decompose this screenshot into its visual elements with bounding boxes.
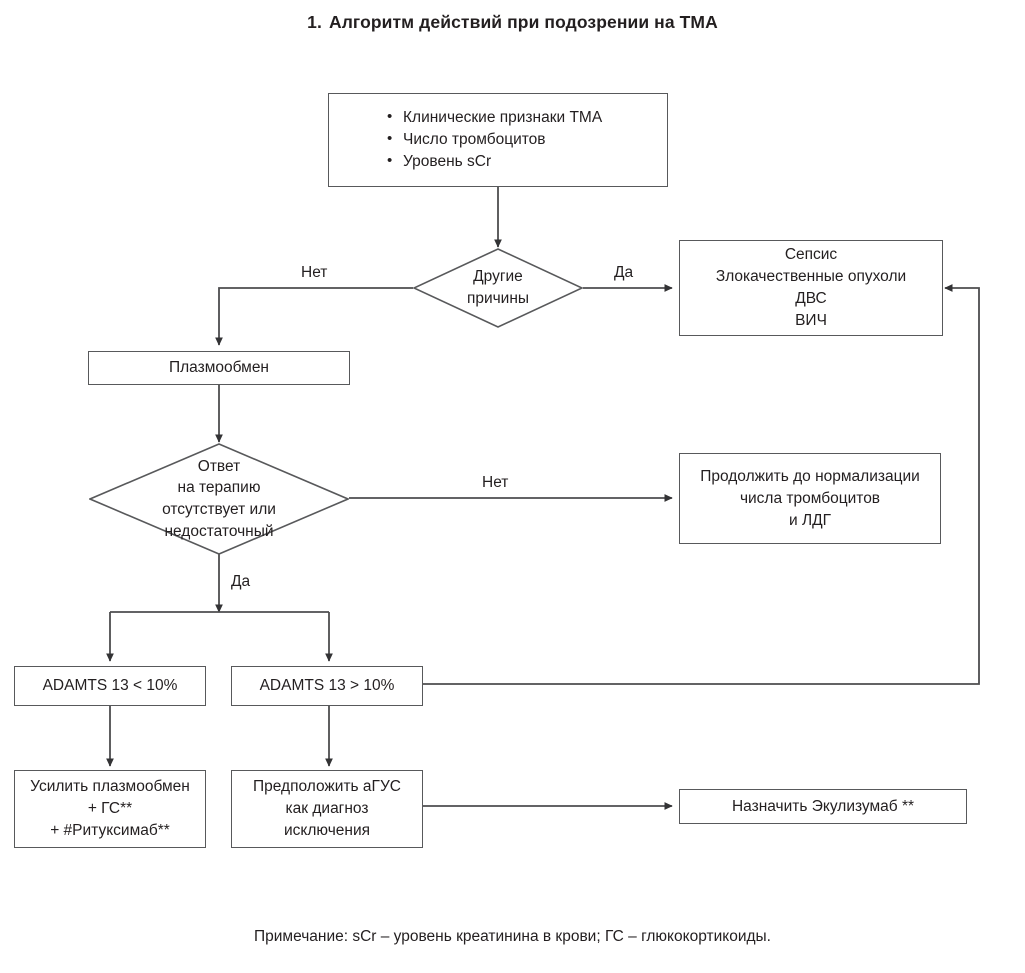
node-line: как диагноз: [285, 800, 369, 817]
node-line: Злокачественные опухоли: [715, 268, 907, 285]
node-line: числа тромбоцитов: [739, 489, 881, 507]
node-line: + #Ритуксимаб**: [50, 822, 170, 839]
node-line: отсутствует или: [162, 501, 276, 518]
node-line: Предположить аГУС: [253, 778, 401, 795]
node-adamts-high[interactable]: ADAMTS 13 > 10%: [231, 666, 423, 706]
node-prescribe-eculizumab[interactable]: Назначить Экулизумаб **: [679, 789, 967, 824]
node-response-absent[interactable]: Ответ на терапию отсутствует или недоста…: [89, 443, 349, 555]
node-line: недостаточный: [164, 522, 274, 540]
edge-other-causes-no: [215, 287, 413, 346]
node-line: ДВС: [795, 290, 827, 307]
node-line: + ГС**: [87, 800, 133, 817]
node-initial-assessment[interactable]: Клинические признаки ТМА Число тромбоцит…: [328, 93, 668, 187]
edge-label-other-causes-no: Нет: [301, 264, 328, 281]
node-line: на терапию: [177, 479, 261, 497]
node-line: ВИЧ: [795, 312, 827, 329]
node-line: Число тромбоцитов: [387, 128, 546, 151]
node-other-causes[interactable]: Другие причины: [413, 248, 583, 328]
node-secondary-causes[interactable]: Сепсис Злокачественные опухоли ДВС ВИЧ: [679, 240, 943, 336]
page-title: 1. Алгоритм действий при подозрении на ТМ…: [0, 12, 1025, 33]
node-continue-until-normal[interactable]: Продолжить до нормализации числа тромбоц…: [679, 453, 941, 544]
node-line: ADAMTS 13 > 10%: [259, 677, 395, 694]
node-line: ADAMTS 13 < 10%: [42, 677, 178, 694]
node-line: Плазмообмен: [168, 359, 269, 376]
node-plasma-exchange[interactable]: Плазмообмен: [88, 351, 350, 385]
node-line: и ЛДГ: [788, 511, 832, 529]
edge-label-other-causes-yes: Да: [614, 264, 634, 281]
page-title-number: 1.: [307, 12, 322, 32]
diamond-text: Ответ на терапию отсутствует или недоста…: [162, 456, 276, 543]
footnote: Примечание: sCr – уровень креатинина в к…: [254, 928, 771, 945]
node-assume-ahus[interactable]: Предположить аГУС как диагноз исключения: [231, 770, 423, 848]
diamond-text: Другие причины: [467, 266, 529, 309]
edge-label-response-yes: Да: [231, 573, 251, 590]
node-line: исключения: [284, 822, 370, 839]
node-line: Клинические признаки ТМА: [387, 106, 602, 129]
edge-label-response-no: Нет: [482, 474, 509, 491]
node-line: причины: [466, 290, 530, 307]
page-title-text: Алгоритм действий при подозрении на ТМА: [328, 12, 718, 32]
node-line: Ответ: [197, 457, 241, 475]
node-adamts-low[interactable]: ADAMTS 13 < 10%: [14, 666, 206, 706]
node-line: Уровень sCr: [387, 150, 491, 173]
node-line: Сепсис: [784, 246, 838, 263]
node-line: Назначить Экулизумаб **: [731, 797, 915, 815]
node-line: Другие: [473, 268, 523, 286]
node-line: Продолжить до нормализации: [700, 467, 920, 485]
node-intensify-plasma[interactable]: Усилить плазмообмен + ГС** + #Ритуксимаб…: [14, 770, 206, 848]
node-line: Усилить плазмообмен: [30, 778, 190, 795]
